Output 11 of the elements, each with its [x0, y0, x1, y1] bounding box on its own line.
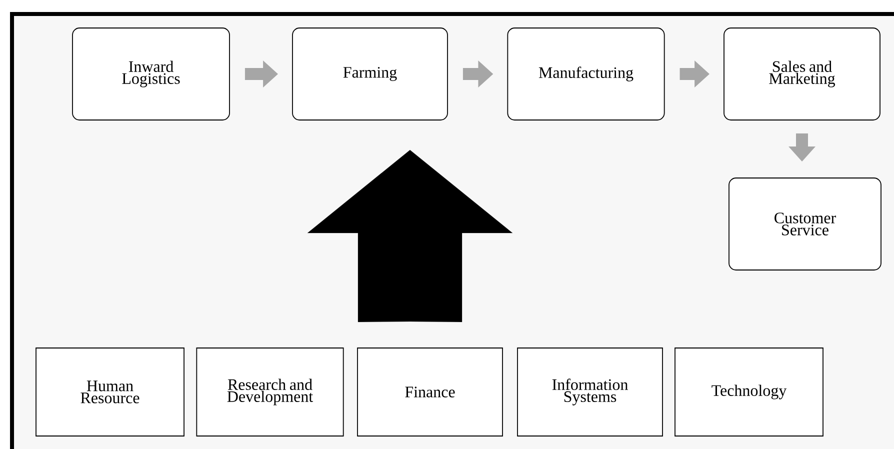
block-arrow [307, 150, 513, 322]
process-box: Inward Logistics [72, 28, 230, 120]
process-box: Farming [292, 28, 448, 120]
support-box: Technology [674, 348, 824, 436]
support-box: Human Resource [36, 348, 184, 436]
support-box: Information Systems [517, 348, 663, 436]
process-box: Manufacturing [507, 28, 665, 120]
support-box: Research and Development [196, 348, 344, 436]
support-box: Finance [357, 348, 503, 436]
process-box: Sales and Marketing [724, 28, 880, 120]
process-box: Customer Service [728, 178, 882, 270]
